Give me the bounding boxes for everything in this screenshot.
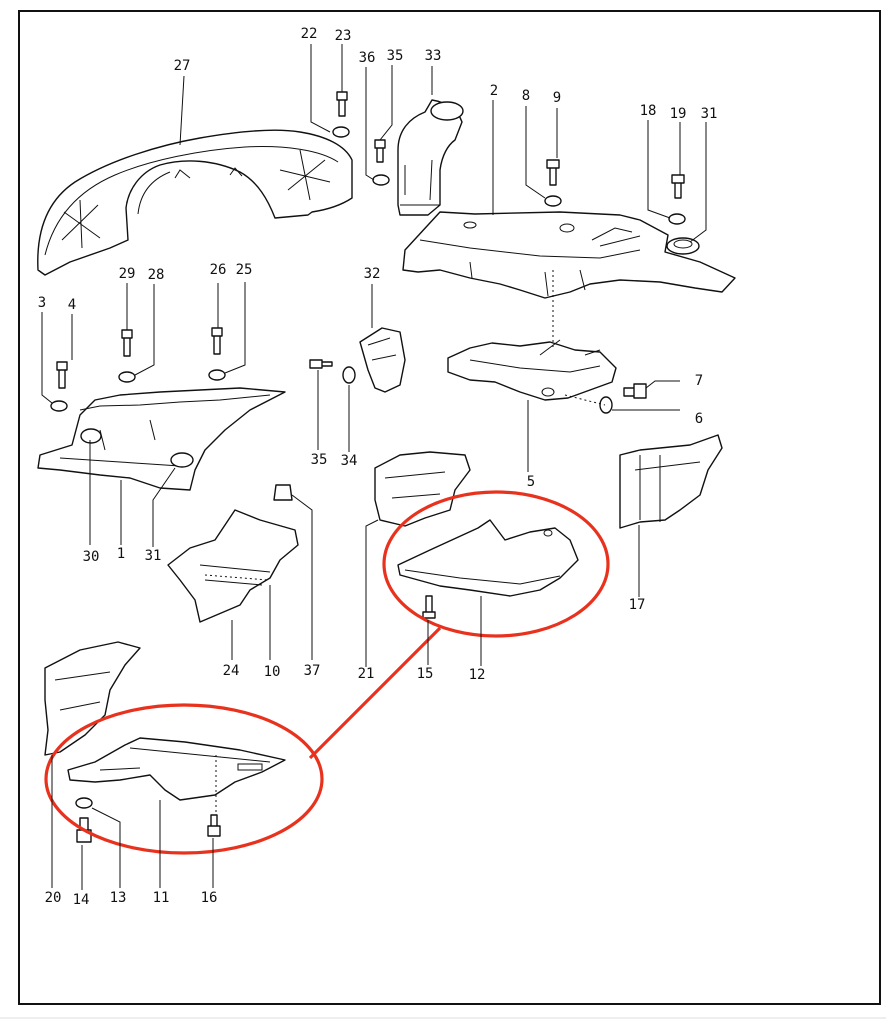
callout-20: 20	[45, 890, 62, 906]
callout-27: 27	[174, 58, 191, 74]
callout-14: 14	[73, 892, 90, 908]
part-5-tray	[447, 339, 617, 401]
callout-10: 10	[264, 664, 281, 680]
callout-9: 9	[553, 90, 561, 106]
callout-36: 36	[359, 50, 376, 66]
callout-8: 8	[522, 88, 530, 104]
highlight-connector	[308, 626, 442, 760]
callout-17: 17	[629, 597, 646, 613]
part-32-bracket	[359, 327, 406, 393]
part-31-grommet	[666, 237, 700, 255]
assembly-lines	[215, 270, 606, 812]
callout-5: 5	[527, 474, 535, 490]
callout-23: 23	[335, 28, 352, 44]
part-20-bracket	[44, 641, 141, 756]
part-27-shroud	[37, 129, 353, 276]
part-21-bracket	[374, 451, 471, 527]
callout-4: 4	[68, 297, 76, 313]
callout-32: 32	[364, 266, 381, 282]
callout-34: 34	[341, 453, 358, 469]
highlight-ellipse-12	[382, 490, 610, 638]
callout-25: 25	[236, 262, 253, 278]
callout-7: 7	[695, 373, 703, 389]
callout-33: 33	[425, 48, 442, 64]
callout-6: 6	[695, 411, 703, 427]
callout-26: 26	[210, 262, 227, 278]
highlight-ellipse-11	[44, 703, 324, 855]
callout-11: 11	[153, 890, 170, 906]
callout-12: 12	[469, 667, 486, 683]
callout-13: 13	[110, 890, 127, 906]
part-11-shield	[67, 737, 286, 801]
callout-3: 3	[38, 295, 46, 311]
diagram-frame	[18, 10, 881, 1005]
callout-29: 29	[119, 266, 136, 282]
part-12-shield	[397, 519, 579, 597]
highlight-annotations	[44, 490, 610, 855]
callout-35-top: 35	[387, 48, 404, 64]
part-33-elbow	[397, 99, 464, 216]
callout-21: 21	[358, 666, 375, 682]
callout-28: 28	[148, 267, 165, 283]
part-24-duct	[167, 509, 299, 623]
callout-30: 30	[83, 549, 100, 565]
callout-labels: 27 22 23 36 35 33 2 8 9 18 19 31 3 4 29 …	[38, 26, 718, 908]
callout-1: 1	[117, 546, 125, 562]
callout-22: 22	[301, 26, 318, 42]
part-2-tray	[402, 211, 736, 299]
part-17-panel	[619, 434, 723, 529]
part-1-plate	[37, 387, 286, 491]
callout-31-mid: 31	[145, 548, 162, 564]
callout-35-mid: 35	[311, 452, 328, 468]
callout-19: 19	[670, 106, 687, 122]
callout-16: 16	[201, 890, 218, 906]
callout-15: 15	[417, 666, 434, 682]
leader-lines	[41, 44, 707, 890]
callout-24: 24	[223, 663, 240, 679]
callout-2: 2	[490, 83, 498, 99]
callout-31-top: 31	[701, 106, 718, 122]
callout-18: 18	[640, 103, 657, 119]
callout-37: 37	[304, 663, 321, 679]
fasteners	[50, 91, 686, 843]
